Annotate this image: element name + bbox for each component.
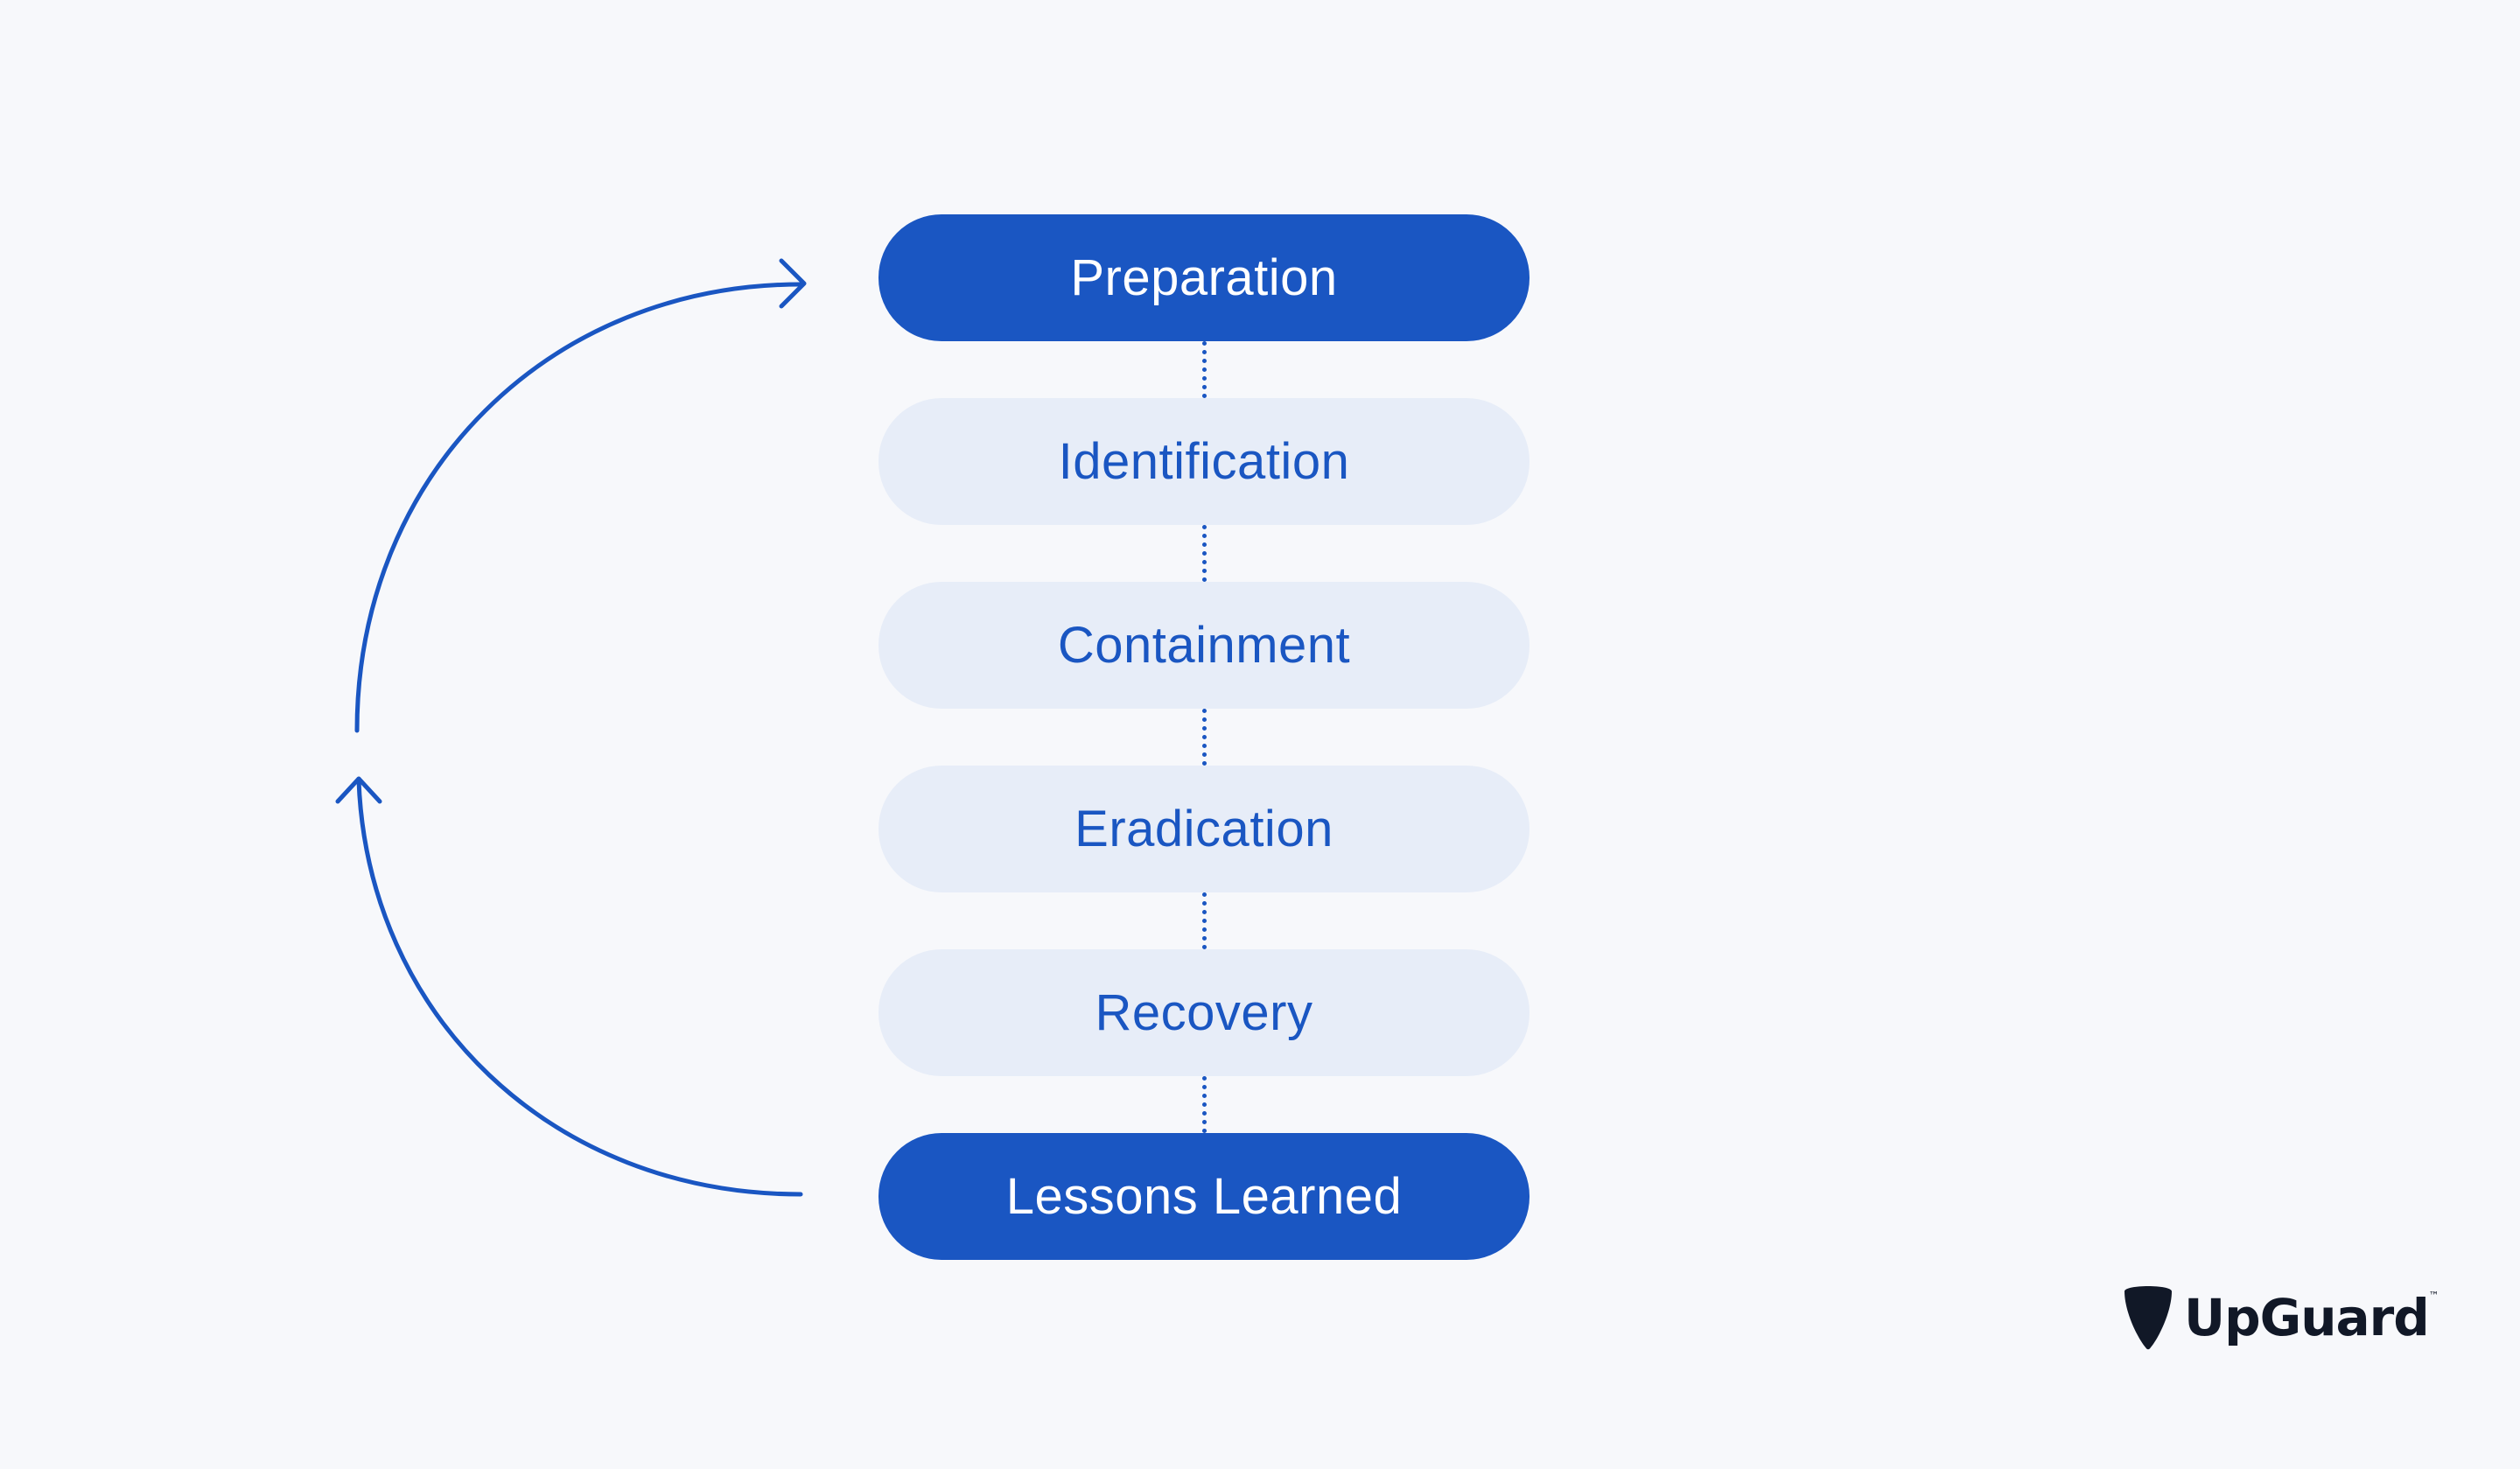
step-label: Identification xyxy=(1058,433,1350,490)
step-label: Containment xyxy=(1057,617,1351,674)
upper-cycle-arc xyxy=(354,282,803,733)
upguard-logo: UpGuard ™ xyxy=(2118,1283,2440,1353)
lower-cycle-arc xyxy=(356,778,803,1197)
step-lessons-learned: Lessons Learned xyxy=(878,1133,1530,1260)
step-label: Eradication xyxy=(1074,801,1334,857)
logo-wordmark: UpGuard xyxy=(2184,1288,2430,1347)
step-preparation: Preparation xyxy=(878,214,1530,341)
guitar-pick-icon xyxy=(2124,1286,2172,1350)
dotted-connector xyxy=(1202,709,1207,766)
step-label: Lessons Learned xyxy=(1005,1168,1403,1225)
dotted-connector xyxy=(1202,525,1207,582)
step-recovery: Recovery xyxy=(878,949,1530,1076)
step-label: Recovery xyxy=(1095,984,1313,1041)
step-eradication: Eradication xyxy=(878,766,1530,892)
dotted-connector xyxy=(1202,892,1207,949)
arrowhead-to-preparation xyxy=(779,258,807,309)
dotted-connector xyxy=(1202,1076,1207,1133)
dotted-connector xyxy=(1202,341,1207,398)
logo-trademark: ™ xyxy=(2428,1290,2440,1302)
arrowhead-upward xyxy=(335,776,382,804)
step-identification: Identification xyxy=(878,398,1530,525)
step-label: Preparation xyxy=(1070,249,1338,306)
step-containment: Containment xyxy=(878,582,1530,709)
